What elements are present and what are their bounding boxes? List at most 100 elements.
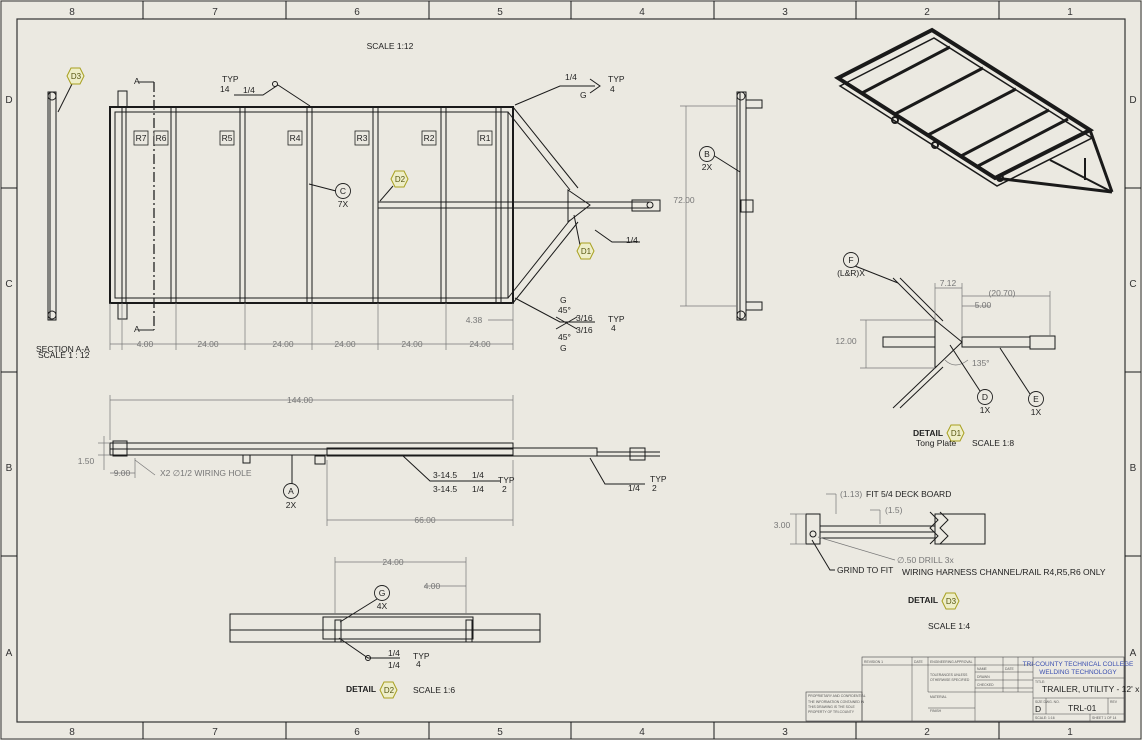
detail-d3-ref: D3 bbox=[71, 72, 82, 81]
zone-labels-top: 8 7 6 5 4 3 2 1 bbox=[69, 7, 1073, 18]
weld-s1-size: 1/4 bbox=[472, 470, 484, 480]
detail-d3-hex bbox=[66, 67, 85, 85]
weld-d2-s1: 1/4 bbox=[388, 648, 400, 658]
dim-9-00: 9.00 bbox=[114, 468, 131, 478]
weld-r-n: 2 bbox=[652, 483, 657, 493]
dim-24-c: 24.00 bbox=[334, 339, 356, 349]
section-aa-view: SECTION A-A SCALE 1 : 12 bbox=[36, 91, 90, 360]
detail-d1-label: DETAIL bbox=[913, 428, 943, 438]
zone-left-b: B bbox=[6, 463, 13, 474]
zone-right-d: D bbox=[1129, 95, 1136, 106]
weld-tr-size: 1/4 bbox=[565, 72, 577, 82]
detail-d2-view: 24.00 4.00 G 4X 1/4 1/4 TYP 4 DETAIL D2 … bbox=[229, 557, 541, 699]
dim-135: 135° bbox=[972, 358, 990, 368]
end-view: 72.00 B 2X bbox=[673, 91, 763, 321]
zone-right-c: C bbox=[1129, 279, 1136, 290]
svg-text:THE INFORMATION CONTAINED IN: THE INFORMATION CONTAINED IN bbox=[808, 700, 865, 704]
dim-20-70: (20.70) bbox=[989, 288, 1016, 298]
callout-d-letter: D bbox=[982, 392, 988, 402]
zone-bottom-1: 1 bbox=[1067, 727, 1073, 738]
svg-text:THIS DRAWING IS THE SOLE: THIS DRAWING IS THE SOLE bbox=[808, 705, 855, 709]
dim-144: 144.00 bbox=[287, 395, 313, 405]
weld-br-n: 4 bbox=[611, 323, 616, 333]
rail-r4: R4 bbox=[290, 133, 301, 143]
wiring-hole-note: X2 ∅1/2 WIRING HOLE bbox=[160, 468, 252, 478]
detail-d2-hex bbox=[390, 170, 409, 188]
dim-1-5: (1.5) bbox=[885, 505, 903, 515]
svg-text:NAME: NAME bbox=[977, 667, 988, 671]
note-grind: GRIND TO FIT bbox=[837, 565, 893, 575]
detail-d1-view: 7.12 (20.70) 5.00 12.00 135° F (L&R)X D … bbox=[835, 252, 1056, 448]
tb-school1: TRI-COUNTY TECHNICAL COLLEGE bbox=[1023, 661, 1134, 668]
zone-right-a: A bbox=[1130, 648, 1137, 659]
callout-a-letter: A bbox=[288, 486, 294, 496]
section-aa-label: SECTION A-A bbox=[36, 344, 90, 354]
tb-size: D bbox=[1035, 704, 1041, 714]
callout-c-circle bbox=[335, 183, 351, 199]
dim-d2-4: 4.00 bbox=[424, 581, 441, 591]
weld-d2-typ: TYP bbox=[413, 651, 430, 661]
tb-school2: WELDING TECHNOLOGY bbox=[1039, 669, 1117, 676]
weld-r-typ: TYP bbox=[650, 474, 667, 484]
zone-labels-side: D C B A D C B A bbox=[5, 95, 1136, 659]
weld-tl-n: 14 bbox=[220, 84, 230, 94]
detail-d1-ref: D1 bbox=[581, 247, 592, 256]
zone-top-7: 7 bbox=[212, 7, 218, 18]
note-drill: ∅.50 DRILL 3x bbox=[897, 555, 954, 565]
dim-d2-24: 24.00 bbox=[382, 557, 404, 567]
callout-e-letter: E bbox=[1033, 394, 1039, 404]
dim-1-13: (1.13) bbox=[840, 489, 862, 499]
zone-left-d: D bbox=[5, 95, 12, 106]
zone-labels-bottom: 8 7 6 5 4 3 2 1 bbox=[69, 727, 1073, 738]
dim-12-00: 12.00 bbox=[835, 336, 857, 346]
dim-4-00: 4.00 bbox=[137, 339, 154, 349]
detail-d3-id: D3 bbox=[946, 597, 957, 606]
detail-d1-sub: Tong Plate bbox=[916, 438, 956, 448]
section-arrow-top: A bbox=[134, 76, 140, 86]
isometric-view bbox=[833, 27, 1114, 194]
weld-br-g1: G bbox=[560, 295, 567, 305]
zone-top-2: 2 bbox=[924, 7, 930, 18]
detail-d1-scale: SCALE 1:8 bbox=[972, 438, 1014, 448]
zone-bottom-8: 8 bbox=[69, 727, 75, 738]
callout-f-letter: F bbox=[848, 255, 853, 265]
dim-24-d: 24.00 bbox=[401, 339, 423, 349]
section-aa-scale: SCALE 1 : 12 bbox=[38, 350, 90, 360]
zone-top-5: 5 bbox=[497, 7, 503, 18]
weld-s1-pitch: 3-14.5 bbox=[433, 470, 457, 480]
zone-left-a: A bbox=[6, 648, 13, 659]
zone-top-4: 4 bbox=[639, 7, 645, 18]
svg-text:DATE: DATE bbox=[914, 660, 924, 664]
weld-tr-typ: TYP bbox=[608, 74, 625, 84]
dim-66: 66.00 bbox=[414, 515, 436, 525]
tb-sheet: SHEET 1 OF 14 bbox=[1092, 716, 1117, 720]
tb-scale: SCALE: 1:16 bbox=[1035, 716, 1055, 720]
rail-labels: R7 R6 R5 R4 R3 R2 R1 bbox=[133, 130, 493, 146]
callout-c-qty: 7X bbox=[338, 199, 349, 209]
zone-bottom-6: 6 bbox=[354, 727, 360, 738]
weld-tl-size: 1/4 bbox=[243, 85, 255, 95]
callout-e-qty: 1X bbox=[1031, 407, 1042, 417]
callout-b-letter: B bbox=[704, 149, 710, 159]
weld-tl-typ: TYP bbox=[222, 74, 239, 84]
svg-text:DRAWN: DRAWN bbox=[977, 675, 990, 679]
svg-text:PROPRIETARY AND CONFIDENTIAL: PROPRIETARY AND CONFIDENTIAL bbox=[808, 694, 866, 698]
svg-text:PROPERTY OF TRI-COUNTY: PROPERTY OF TRI-COUNTY bbox=[808, 710, 855, 714]
svg-text:CHECKED: CHECKED bbox=[977, 683, 994, 687]
weld-r-size: 1/4 bbox=[628, 483, 640, 493]
tb-title-hdr: TITLE: bbox=[1035, 680, 1045, 684]
zone-top-8: 8 bbox=[69, 7, 75, 18]
svg-text:REVISION 1: REVISION 1 bbox=[864, 660, 883, 664]
top-view-scale: SCALE 1:12 bbox=[367, 41, 414, 51]
weld-br-typ: TYP bbox=[608, 314, 625, 324]
zone-bottom-4: 4 bbox=[639, 727, 645, 738]
top-view: SCALE 1:12 A A bbox=[57, 41, 661, 353]
weld-s2-pitch: 3-14.5 bbox=[433, 484, 457, 494]
detail-d1-hex bbox=[576, 242, 595, 260]
callout-f-qty: (L&R)X bbox=[837, 268, 865, 278]
detail-d2-ref: D2 bbox=[395, 175, 406, 184]
rail-r7: R7 bbox=[136, 133, 147, 143]
